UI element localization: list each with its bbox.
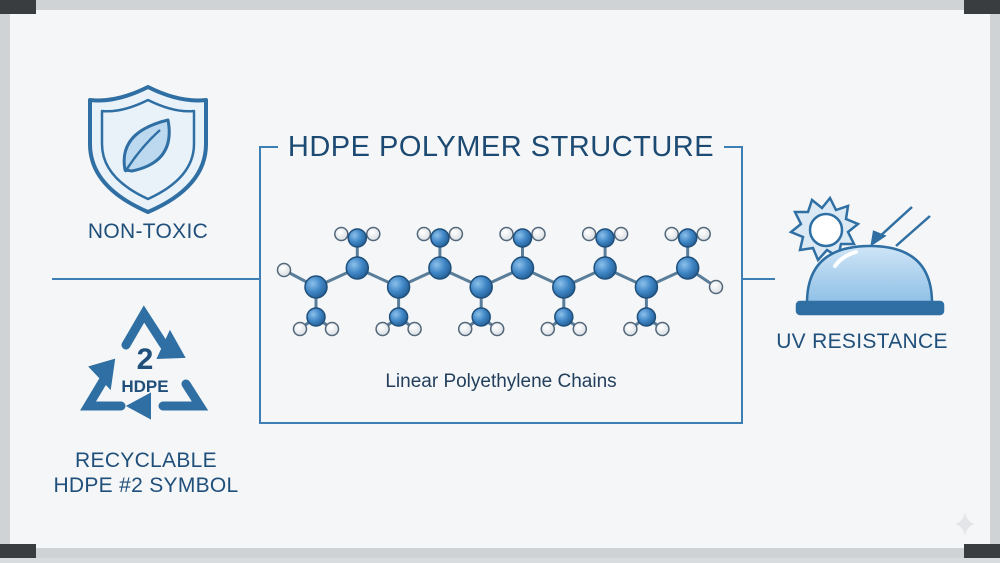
recycle-icon [80,305,209,420]
carbon-atom [510,256,535,280]
carbon-atom [554,307,574,327]
hydrogen-atom [292,321,308,337]
carbon-atom [428,256,452,280]
hydrogen-atom [581,226,597,242]
structure-caption: Linear Polyethylene Chains [385,371,617,392]
hydrogen-atom [416,226,432,242]
hydrogen-atom [448,226,464,242]
carbon-atom [430,228,450,248]
carbon-atom [593,256,617,280]
carbon-atom [636,307,657,327]
carbon-atom [634,275,659,299]
polyethylene-molecule [276,226,724,337]
frame-corner-bottom-left [0,544,36,558]
hydrogen-atom [540,321,556,337]
carbon-atom [345,256,370,280]
recyclable-label-line2: HDPE #2 SYMBOL [53,474,239,497]
uv-resistance-label: UV RESISTANCE [776,330,948,353]
hydrogen-atom [613,226,629,242]
carbon-atom [595,228,615,248]
recycle-number: 2 [136,343,154,376]
recyclable-label-line1: RECYCLABLE [75,449,217,472]
hydrogen-atom [708,279,724,295]
carbon-atom [471,307,491,327]
hydrogen-atom [655,321,670,337]
shield-leaf-icon [88,85,208,214]
hydrogen-atom [457,321,473,337]
hydrogen-atom [572,321,588,337]
carbon-atom [552,275,576,299]
sun-dome-icon [788,195,945,316]
carbon-atom [677,228,698,248]
carbon-atom [306,307,326,327]
hydrogen-atom [375,321,390,337]
hydrogen-atom [531,226,546,242]
recycle-code: HDPE [121,377,169,396]
hydrogen-atom [499,226,514,242]
frame-corner-top-left [0,0,36,14]
hydrogen-atom [623,321,638,337]
carbon-atom [512,228,533,248]
hydrogen-atom [407,321,422,337]
carbon-atom [347,228,368,248]
carbon-atom [388,307,409,327]
hydrogen-atom [664,226,679,242]
carbon-atom [675,256,700,280]
hydrogen-atom [276,262,292,278]
carbon-atom [304,275,328,299]
frame-corner-top-right [964,0,1000,14]
structure-title: HDPE POLYMER STRUCTURE [260,131,742,164]
hydrogen-atom [324,321,340,337]
hydrogen-atom [366,226,381,242]
hydrogen-atom [334,226,349,242]
carbon-atom [469,275,493,299]
carbon-atom [386,275,411,299]
frame-corner-bottom-right [964,544,1000,558]
hydrogen-atom [696,226,711,242]
sparkle-icon [955,512,975,536]
non-toxic-label: NON-TOXIC [87,220,209,243]
hydrogen-atom [489,321,505,337]
